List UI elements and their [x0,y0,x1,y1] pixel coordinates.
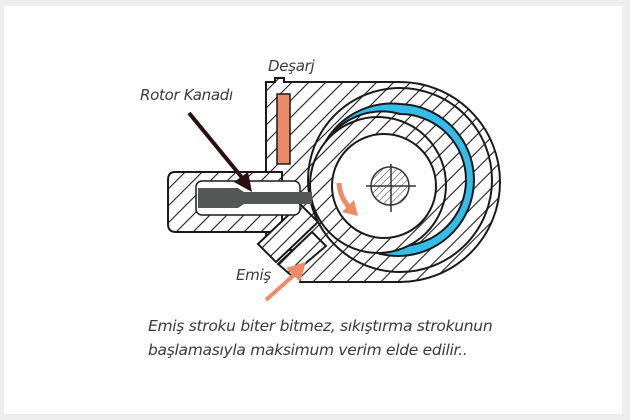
caption-line-2: başlamasıyla maksimum verim elde edilir.… [148,341,468,359]
rotor-vane-label: Rotor Kanadı [140,86,233,104]
caption: Emiş stroku biter bitmez, sıkıştırma str… [148,314,493,362]
pointer-arrow-line [187,111,246,182]
discharge-valve [276,93,291,165]
intake-label: Emiş [236,266,271,284]
intake-arrow-head [286,262,306,282]
rotation-arrow-head [342,200,358,216]
rotor-vane [198,188,312,208]
intake-arrow-line [264,273,296,302]
caption-line-1: Emiş stroku biter bitmez, sıkıştırma str… [148,317,493,335]
discharge-label: Deşarj [268,57,315,75]
intake-channel-lower [276,230,328,278]
pointer-arrow-head [234,172,252,192]
